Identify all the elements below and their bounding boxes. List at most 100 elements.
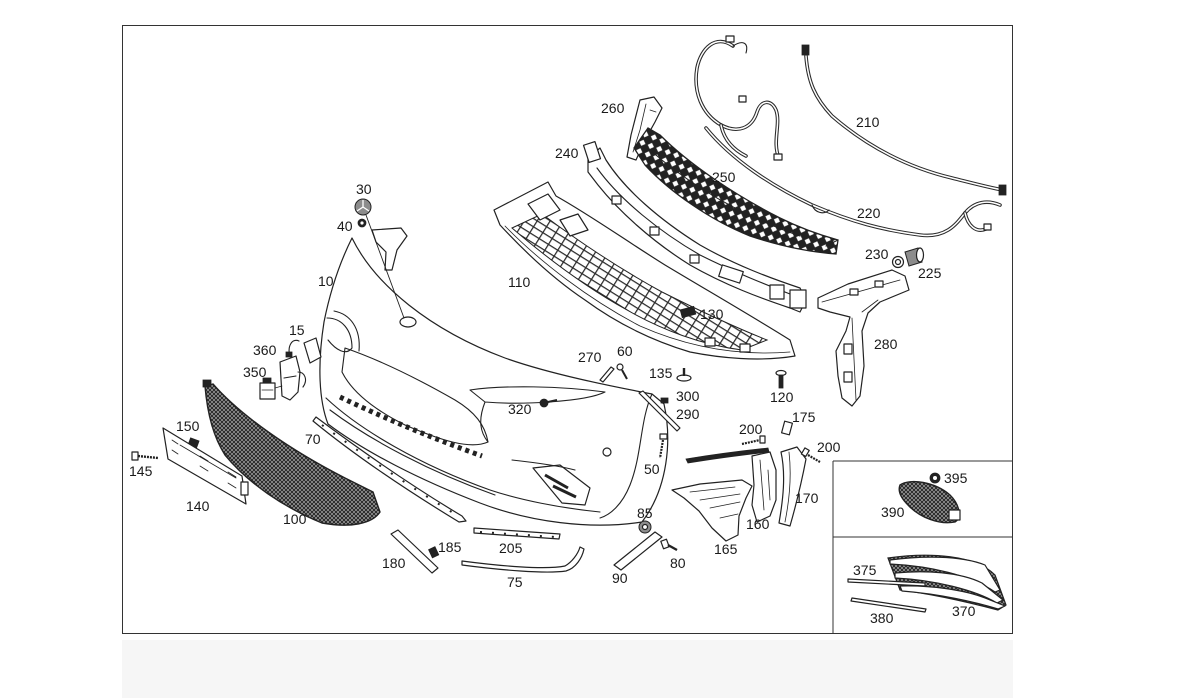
star-icon bbox=[356, 200, 370, 212]
sensor-ring-230 bbox=[891, 255, 905, 269]
side-grille-370-fin bbox=[889, 556, 1001, 593]
plate-holes bbox=[171, 439, 237, 489]
ring-hole bbox=[360, 221, 364, 225]
side-trim-160 bbox=[685, 447, 777, 523]
lower-grille-tab bbox=[202, 379, 212, 388]
callout-170: 170 bbox=[795, 490, 819, 506]
air-guide-110 bbox=[493, 181, 796, 360]
callout-395: 395 bbox=[944, 470, 968, 486]
screw-200-right bbox=[800, 447, 821, 463]
ring-inner bbox=[894, 258, 902, 266]
reinforcement-240-tab bbox=[789, 289, 807, 309]
strip-clips bbox=[479, 531, 557, 538]
screw-head bbox=[131, 451, 139, 461]
trim-strip-180 bbox=[390, 529, 439, 574]
sensor-bracket-360 bbox=[279, 339, 307, 401]
trim-detail bbox=[759, 459, 771, 511]
callout-270: 270 bbox=[578, 349, 602, 365]
intake-frame-165 bbox=[671, 479, 753, 542]
clip-185 bbox=[428, 546, 440, 559]
upper-grille-250 bbox=[633, 127, 839, 255]
reinforcement-240-tab bbox=[769, 284, 785, 300]
callout-165: 165 bbox=[714, 541, 738, 557]
side-bracket-280-hole bbox=[843, 343, 853, 355]
callout-90: 90 bbox=[612, 570, 628, 586]
reinforcement-240-tab bbox=[689, 254, 700, 264]
bracket-body bbox=[279, 355, 301, 401]
emblem-ring-40 bbox=[357, 218, 367, 228]
wiring-harness-220 bbox=[704, 126, 1002, 238]
callout-15: 15 bbox=[289, 322, 305, 338]
side-bracket-280 bbox=[817, 269, 910, 407]
license-plate-bracket-140 bbox=[162, 427, 249, 505]
clip-175 bbox=[780, 420, 794, 436]
screw-50 bbox=[658, 433, 668, 459]
side-grille-370-fin bbox=[899, 585, 1006, 610]
fog-grille-tab bbox=[948, 509, 961, 521]
sensor-225-face bbox=[915, 247, 925, 263]
screw-200-upper bbox=[741, 435, 766, 446]
air-guide-110-tab bbox=[559, 213, 589, 237]
connector bbox=[998, 184, 1007, 196]
callout-350: 350 bbox=[243, 364, 267, 380]
screw-shaft bbox=[137, 454, 159, 460]
trim-detail bbox=[784, 451, 791, 523]
screw-80 bbox=[660, 538, 678, 552]
harness-210-branch-core bbox=[720, 124, 747, 157]
screw-head bbox=[660, 538, 670, 550]
screw-head bbox=[659, 433, 668, 440]
callout-300: 300 bbox=[676, 388, 700, 404]
callout-120: 120 bbox=[770, 389, 794, 405]
trim-body bbox=[751, 451, 777, 523]
inset-fog-grille bbox=[898, 472, 961, 524]
callout-250: 250 bbox=[712, 169, 736, 185]
callout-85: 85 bbox=[637, 505, 653, 521]
screw-shaft bbox=[741, 438, 761, 446]
camera-body bbox=[259, 382, 276, 400]
upper-grille-250-frame bbox=[649, 134, 839, 247]
upper-grille-250-mesh bbox=[633, 127, 839, 255]
screw-shaft bbox=[547, 399, 558, 403]
callout-80: 80 bbox=[670, 555, 686, 571]
screw-shaft bbox=[658, 439, 665, 459]
callout-110: 110 bbox=[508, 274, 531, 290]
sensor-225 bbox=[904, 247, 925, 267]
callout-60: 60 bbox=[617, 343, 633, 359]
ring-hole bbox=[933, 476, 937, 480]
clip-300 bbox=[660, 397, 669, 404]
callout-290: 290 bbox=[676, 406, 700, 422]
bumper-headlight-edge bbox=[469, 386, 606, 443]
inset-frame bbox=[832, 460, 1013, 633]
camera-lens bbox=[262, 377, 272, 384]
callout-370: 370 bbox=[952, 603, 976, 619]
strip-body bbox=[312, 416, 467, 523]
lower-grille-mesh bbox=[204, 383, 381, 526]
side-bracket-280-hole bbox=[874, 280, 884, 288]
callout-10: 10 bbox=[318, 273, 334, 289]
callout-135: 135 bbox=[649, 365, 673, 381]
nut-hole bbox=[641, 523, 649, 531]
air-guide-110-clip bbox=[704, 337, 716, 347]
screw-shaft bbox=[807, 454, 821, 463]
connector bbox=[801, 44, 810, 56]
side-bracket-280-body bbox=[817, 269, 910, 407]
reinforcement-240-tab bbox=[649, 226, 660, 236]
bumper-sensor-hole bbox=[602, 447, 612, 457]
bumper-clip-row bbox=[338, 394, 483, 459]
callout-375: 375 bbox=[853, 562, 877, 578]
star-emblem-30 bbox=[354, 198, 372, 216]
reinforcement-240 bbox=[582, 140, 807, 313]
callout-320: 320 bbox=[508, 401, 532, 417]
rivet-shaft bbox=[778, 374, 784, 389]
connector bbox=[773, 153, 783, 161]
callout-40: 40 bbox=[337, 218, 353, 234]
connector bbox=[285, 351, 293, 358]
harness-210-main-core bbox=[805, 55, 1004, 191]
callout-180: 180 bbox=[382, 555, 406, 571]
air-guide-110-tab bbox=[527, 193, 561, 221]
trim-strip-90 bbox=[613, 531, 663, 571]
callout-70: 70 bbox=[305, 431, 321, 447]
connector bbox=[725, 35, 735, 43]
callout-140: 140 bbox=[186, 498, 210, 514]
